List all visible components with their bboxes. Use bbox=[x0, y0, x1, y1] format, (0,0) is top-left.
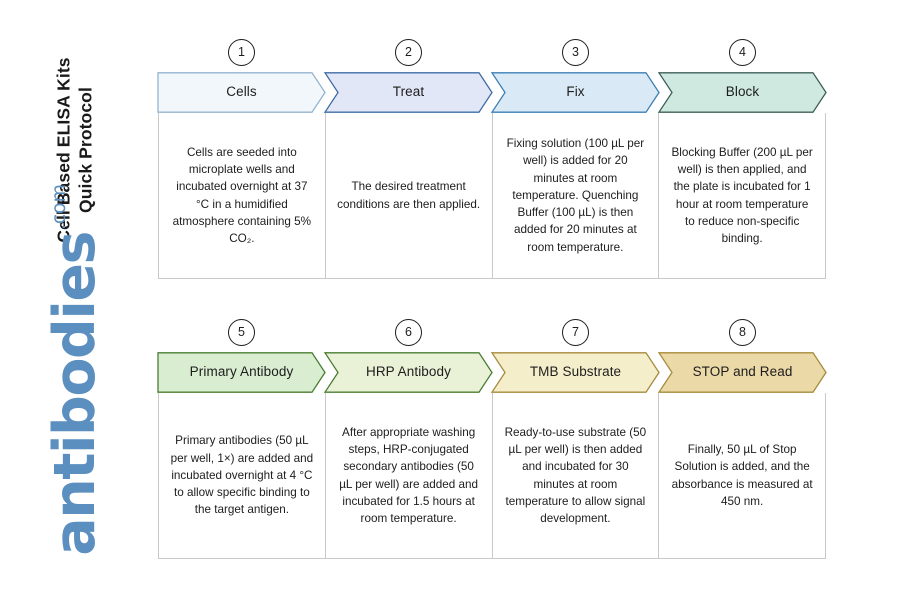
step-number-row-1: 1 2 3 4 bbox=[158, 32, 826, 72]
chevron-banner-svg-row-1 bbox=[158, 72, 826, 113]
step-chevron bbox=[659, 353, 826, 392]
step-body-cell: Primary antibodies (50 µL per well, 1×) … bbox=[159, 393, 326, 558]
step-number-cell: 5 bbox=[158, 312, 325, 352]
step-body-cell: After appropriate washing steps, HRP-con… bbox=[326, 393, 493, 558]
step-body-text: The desired treatment conditions are the… bbox=[337, 180, 481, 211]
step-number-badge: 4 bbox=[729, 38, 756, 66]
step-body-row-2: Primary antibodies (50 µL per well, 1×) … bbox=[158, 393, 826, 559]
step-chevron bbox=[325, 73, 492, 112]
step-body-cell: The desired treatment conditions are the… bbox=[326, 113, 493, 278]
step-body-text: Blocking Buffer (200 µL per well) is the… bbox=[671, 145, 813, 246]
step-chevron bbox=[492, 73, 659, 112]
step-body-cell: Fixing solution (100 µL per well) is add… bbox=[493, 113, 660, 278]
step-number-badge: 1 bbox=[228, 38, 255, 66]
step-body-cell: Blocking Buffer (200 µL per well) is the… bbox=[659, 113, 825, 278]
step-number-cell: 7 bbox=[492, 312, 659, 352]
step-number-badge: 5 bbox=[228, 318, 255, 346]
step-body-cell: Ready-to-use substrate (50 µL per well) … bbox=[493, 393, 660, 558]
chevron-banner-svg-row-2 bbox=[158, 352, 826, 393]
step-number-badge: 3 bbox=[562, 38, 589, 66]
brand-logo-tld: .com bbox=[47, 184, 70, 231]
step-chevron bbox=[158, 353, 325, 392]
step-number-badge: 7 bbox=[562, 318, 589, 346]
step-chevron bbox=[492, 353, 659, 392]
step-body-text: Primary antibodies (50 µL per well, 1×) … bbox=[170, 434, 314, 517]
step-body-text: Ready-to-use substrate (50 µL per well) … bbox=[504, 425, 647, 526]
step-number-cell: 1 bbox=[158, 32, 325, 72]
step-number-cell: 2 bbox=[325, 32, 492, 72]
step-chevron bbox=[659, 73, 826, 112]
step-number-cell: 6 bbox=[325, 312, 492, 352]
step-number-cell: 8 bbox=[659, 312, 826, 352]
step-number-badge: 2 bbox=[395, 38, 422, 66]
step-body-cell: Finally, 50 µL of Stop Solution is added… bbox=[659, 393, 825, 558]
step-number-row-2: 5 6 7 8 bbox=[158, 312, 826, 352]
step-body-text: Finally, 50 µL of Stop Solution is added… bbox=[671, 442, 813, 508]
step-chevron bbox=[158, 73, 325, 112]
step-number-cell: 3 bbox=[492, 32, 659, 72]
step-body-cell: Cells are seeded into microplate wells a… bbox=[159, 113, 326, 278]
brand-logo-word: antibodies bbox=[41, 232, 108, 556]
step-number-badge: 6 bbox=[395, 318, 422, 346]
step-body-text: After appropriate washing steps, HRP-con… bbox=[339, 425, 479, 526]
step-number-cell: 4 bbox=[659, 32, 826, 72]
step-body-text: Cells are seeded into microplate wells a… bbox=[172, 145, 312, 246]
step-number-badge: 8 bbox=[729, 318, 756, 346]
step-chevron bbox=[325, 353, 492, 392]
step-body-row-1: Cells are seeded into microplate wells a… bbox=[158, 113, 826, 279]
step-body-text: Fixing solution (100 µL per well) is add… bbox=[506, 136, 645, 254]
